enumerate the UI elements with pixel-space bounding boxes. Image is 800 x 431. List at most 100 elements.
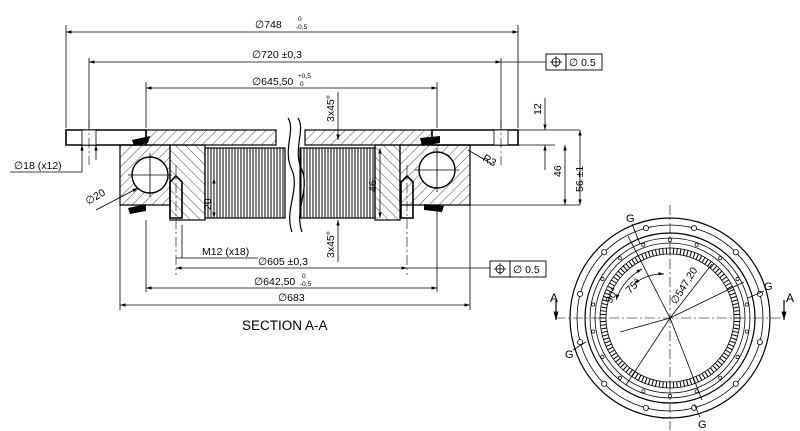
gear-tooth — [647, 378, 651, 385]
outer-bolt-hole — [732, 249, 739, 256]
g-label-top: G — [626, 213, 635, 225]
dim-m12: M12 (x18) — [176, 225, 258, 259]
gear-tooth — [654, 249, 658, 256]
g-leader-left — [572, 341, 587, 351]
gear-tooth — [628, 369, 633, 375]
section-title: SECTION A-A — [242, 318, 328, 333]
gear-tooth — [611, 352, 617, 357]
gear-tooth — [600, 324, 607, 326]
outer-flange — [65, 129, 519, 146]
gear-tooth — [600, 306, 607, 309]
chamfer-bottom-label: 3x45° — [325, 231, 337, 258]
gear-tooth — [615, 357, 621, 363]
outer-bolt-hole — [756, 339, 763, 346]
d683-label: ∅683 — [278, 292, 305, 304]
h12-label: 12 — [532, 103, 544, 115]
g-label-right: G — [764, 281, 773, 293]
outer-bolt-hole — [732, 380, 739, 387]
inner-bolt-hole — [591, 329, 596, 334]
inner-bolt-hole — [600, 277, 605, 281]
gear-tooth — [707, 261, 712, 267]
gear-tooth — [662, 248, 664, 255]
gear-tooth — [625, 367, 631, 373]
dim-right-heights: 12 46 56 ±1 — [470, 98, 586, 206]
inner-bolt-hole — [718, 375, 723, 380]
gear-tooth — [631, 259, 636, 265]
gear-tooth — [658, 248, 661, 255]
r3-label: R3 — [481, 152, 499, 169]
outer-bolt-hole — [601, 380, 608, 387]
angle-line-3 — [619, 317, 671, 333]
g-leader-top — [631, 223, 641, 245]
outer-bolt-hole — [601, 249, 608, 256]
dim-r3: R3 — [467, 149, 499, 169]
outer-bolt-hole — [642, 404, 649, 411]
angle-arc-75 — [633, 272, 665, 285]
gear-tooth — [732, 302, 739, 306]
gear-tooth — [682, 380, 686, 387]
gear-tooth — [609, 282, 615, 287]
gear-tooth — [730, 337, 737, 341]
tolerance-frame-bottom: ∅ 0.5 — [407, 260, 547, 278]
gear-tooth — [709, 367, 715, 373]
inner-bolt-hole — [600, 355, 605, 359]
gear-tooth — [615, 273, 621, 279]
d642-tol-upper: 0 — [302, 273, 306, 280]
section-letter-left: A — [550, 291, 558, 305]
gear-tooth — [641, 376, 645, 383]
gear-tooth — [698, 255, 703, 262]
gear-tooth — [622, 365, 628, 371]
gear-tooth — [625, 263, 631, 269]
gear-tooth — [620, 268, 626, 274]
gear-tooth — [732, 330, 739, 334]
d645-tol-lower: 0 — [300, 81, 304, 88]
d720-label: ∅720 ±0,3 — [252, 49, 302, 61]
gear-tooth — [605, 289, 612, 293]
d18-label: ∅18 (x12) — [14, 160, 62, 172]
gear-tooth — [712, 265, 718, 271]
gear-tooth — [611, 279, 617, 284]
d748-tol-lower: -0,5 — [296, 24, 308, 31]
inner-bolt-hole — [744, 302, 749, 307]
inner-bolt-hole — [735, 355, 740, 359]
gear-tooth — [733, 324, 740, 326]
gear-tooth — [717, 360, 723, 366]
g-label-bottom: G — [698, 419, 707, 431]
gear-tooth — [644, 377, 648, 384]
gear-tooth — [620, 362, 626, 368]
d20-label: ∅20 — [84, 187, 108, 208]
gear-tooth — [651, 379, 654, 386]
outer-ring-right — [399, 144, 471, 206]
dim-645: ∅645,50 +0,5 0 — [145, 73, 438, 128]
gear-tooth — [728, 289, 735, 293]
angle-90-label: 90° — [603, 286, 621, 306]
section-arrow-right: A — [781, 291, 794, 320]
g-leader-right — [747, 290, 765, 299]
inner-bolt-hole — [735, 277, 740, 281]
gear-tooth — [637, 374, 642, 381]
gear-tooth — [600, 310, 607, 312]
gear-tooth — [634, 257, 639, 263]
gear-tooth — [613, 355, 619, 360]
gear-tooth — [617, 270, 623, 276]
gear-tooth — [714, 268, 720, 274]
d645-tol-upper: +0,5 — [298, 73, 311, 80]
dim-46-center: 46 — [367, 148, 382, 218]
d748-label: ∅748 — [255, 19, 282, 31]
inner-bolt-hole — [694, 242, 699, 247]
mounting-bolts — [169, 174, 414, 219]
d645-label: ∅645,50 — [252, 76, 293, 88]
dim-642: ∅642,50 0 -0,5 — [145, 205, 438, 292]
gear-tooth — [701, 373, 706, 379]
gear-tooth — [712, 365, 718, 371]
gear-tooth — [729, 340, 736, 344]
inner-bolt-hole — [718, 256, 723, 261]
gear-tooth — [717, 270, 723, 276]
outer-ring-left — [119, 144, 172, 206]
g-leader-bottom — [693, 403, 701, 418]
gear-tooth — [605, 343, 612, 347]
h46-center-label: 46 — [367, 180, 379, 192]
gear-tooth — [651, 250, 654, 257]
gear-tooth — [709, 263, 715, 269]
